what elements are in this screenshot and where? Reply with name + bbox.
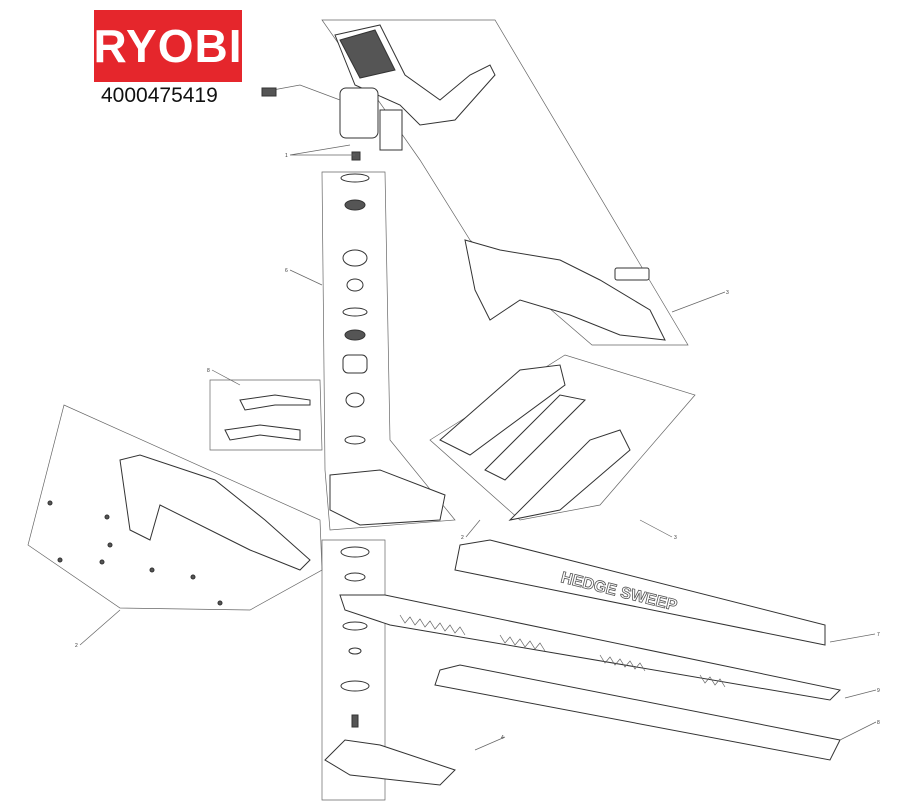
callout-front-handle: 3 (674, 535, 677, 541)
callout-blade-bracket: 4 (501, 735, 504, 741)
bracket-stack (324, 546, 456, 786)
front-handle-half-part (508, 429, 631, 521)
blade-bracket-group-outline (321, 539, 386, 801)
callout-blade: 9 (877, 688, 880, 694)
part-number: 4000475419 (101, 84, 218, 107)
logo-text: RYOBI (93, 20, 243, 72)
left-housing-part (119, 454, 311, 571)
front-handle-grip-part (484, 394, 587, 481)
callout-housing-left: 2 (75, 643, 78, 649)
blade-bar-part (434, 664, 841, 761)
motor-pinion-part (351, 151, 361, 161)
battery-part (339, 29, 396, 79)
blade-teeth (399, 614, 726, 688)
gearbox-group-outline (321, 171, 456, 531)
callout-gearbox: 6 (285, 268, 288, 274)
callout-blade-guard: 7 (877, 632, 880, 638)
label-plate-part (614, 267, 650, 281)
motor-part (339, 87, 379, 139)
connector-part (261, 87, 277, 97)
right-housing-part (464, 239, 666, 341)
callout-switch: 8 (207, 368, 210, 374)
blade-part (339, 594, 842, 701)
front-handle-half-part (439, 364, 566, 456)
switch-group-outline (209, 379, 323, 451)
blade-guard-part (454, 539, 826, 646)
gearbox-stack (329, 173, 446, 526)
callout-housing-right: 3 (726, 290, 729, 296)
callout-screw: 2 (461, 535, 464, 541)
ryobi-logo: RYOBI (94, 10, 242, 82)
callout-motor: 1 (285, 153, 288, 159)
circuit-board-part (379, 109, 403, 151)
switch-part (239, 394, 311, 411)
rear-handle-group-outline (321, 19, 689, 346)
screws (47, 500, 223, 606)
callout-blade-bar: 8 (877, 720, 880, 726)
switch-rod-part (224, 424, 301, 441)
leader-lines (79, 144, 877, 751)
